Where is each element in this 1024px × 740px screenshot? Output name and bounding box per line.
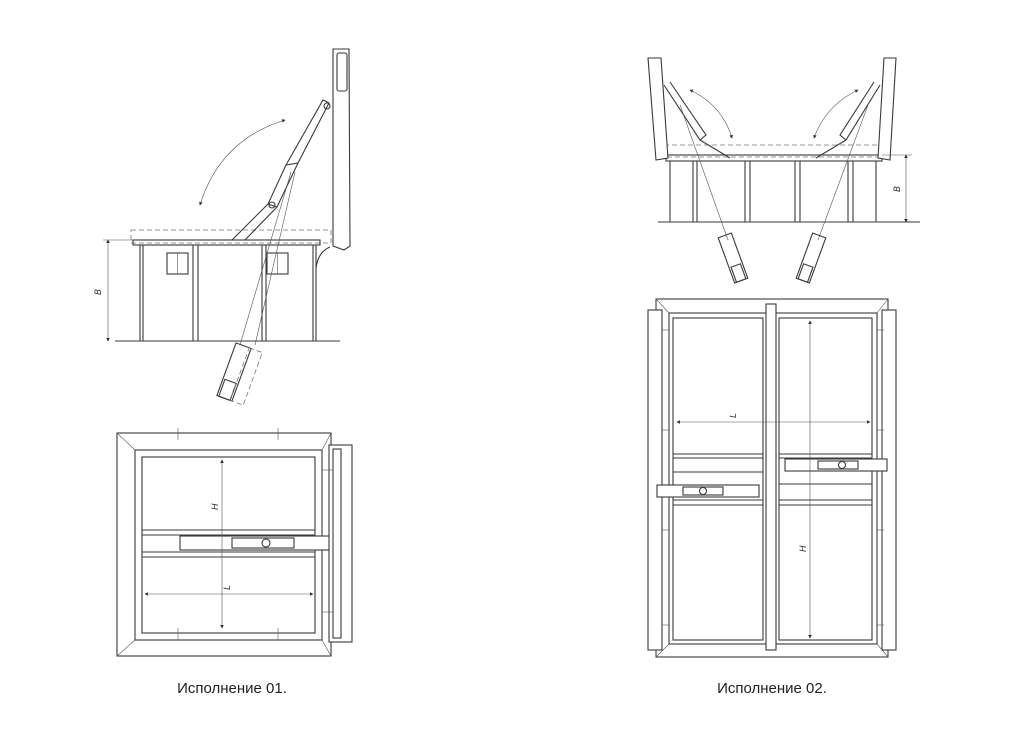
hinge-rail-right (881, 309, 897, 651)
rotation-arrow-right (813, 89, 859, 139)
rotation-arrow (199, 119, 286, 206)
vent-windows (166, 252, 289, 275)
box-walls (139, 245, 317, 341)
dimension-b: B (94, 239, 133, 342)
caption-variant-02: Исполнение 02. (717, 680, 827, 697)
dim-label-h: H (211, 503, 221, 510)
latch-right (784, 458, 888, 472)
rotation-arrow-left (689, 89, 733, 139)
center-mullion (765, 303, 777, 651)
dimension-l: L (144, 585, 314, 596)
hinge-rail-left (647, 309, 663, 651)
variant-02-plan-view: L H (647, 298, 897, 658)
variant-01-plan-view: H L (116, 428, 353, 657)
hydraulic-cylinder-right (795, 232, 827, 284)
open-lid-left (647, 57, 669, 161)
latch (179, 535, 336, 551)
dimension-l: L (676, 413, 871, 424)
dimension-h: H (799, 320, 812, 639)
dimension-h: H (211, 459, 224, 629)
dim-label-l: L (729, 413, 739, 418)
dim-label-b: B (94, 289, 104, 295)
hinge (315, 246, 331, 269)
open-lid (332, 48, 351, 251)
caption-variant-01: Исполнение 01. (177, 680, 287, 697)
variant-01-side-view: B (94, 48, 351, 406)
variant-02-side-view: B (647, 57, 920, 284)
open-lid-right (877, 57, 897, 161)
strut-right (815, 81, 881, 159)
box-walls (669, 161, 877, 222)
dim-label-b: B (893, 186, 903, 192)
top-slab (132, 239, 321, 246)
right-leaf (778, 317, 873, 641)
dim-label-h: H (799, 545, 809, 552)
lift-strut (231, 99, 331, 346)
dim-label-l: L (223, 585, 233, 590)
latch-left (656, 484, 760, 498)
dimension-b: B (882, 154, 912, 223)
left-leaf (672, 317, 764, 641)
hydraulic-cylinder-left (717, 232, 749, 284)
hydraulic-cylinder (216, 342, 263, 406)
closed-lid-outline (130, 229, 332, 244)
